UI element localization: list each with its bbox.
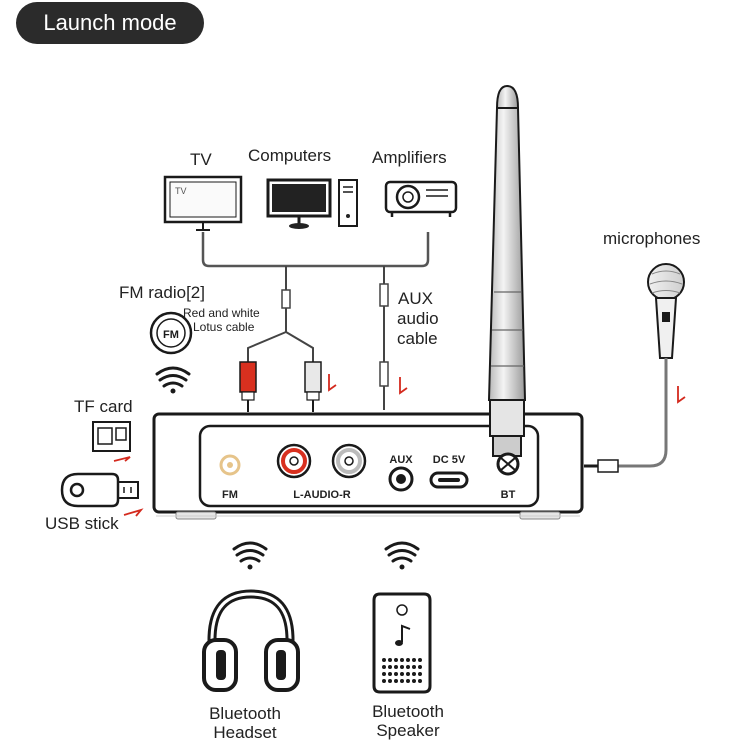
speaker-label-line2: Speaker	[376, 721, 440, 740]
aux-cable	[379, 266, 389, 410]
fm-radio-icon	[149, 311, 193, 355]
fm-radio-label: FM radio[2]	[119, 283, 205, 302]
aux-cable-label-line2: audio	[397, 309, 439, 328]
tf-card-label: TF card	[74, 397, 133, 416]
usb-arrow-icon	[123, 508, 144, 517]
amplifiers-label: Amplifiers	[372, 148, 447, 167]
l-audio-r-port-label: L-AUDIO-R	[293, 489, 351, 501]
r-audio-port	[331, 443, 367, 479]
usb-stick-icon	[60, 472, 139, 508]
tv-screen-text: TV	[175, 186, 187, 196]
fm-port	[219, 454, 241, 476]
usb-stick-label: USB stick	[45, 514, 119, 533]
rca-cable	[247, 266, 314, 362]
dc-port	[429, 471, 469, 489]
rca-arrow-icon	[328, 374, 337, 392]
headset-label-line2: Headset	[213, 723, 277, 742]
tf-card-icon	[92, 421, 131, 452]
aux-port-label: AUX	[389, 454, 413, 466]
aux-cable-label-line1: AUX	[398, 289, 433, 308]
headset-icon	[202, 589, 300, 692]
microphone-icon	[584, 263, 685, 473]
projector-icon	[384, 180, 458, 217]
rca-cable-label-line2: Lotus cable	[193, 320, 255, 334]
white-rca-plug	[304, 361, 322, 412]
dc-port-label: DC 5V	[432, 454, 466, 466]
aux-cable-label-line3: cable	[397, 329, 438, 348]
speaker-icon	[372, 592, 432, 694]
tv-icon	[163, 175, 243, 231]
tf-arrow-icon	[113, 456, 131, 462]
launch-mode-badge: Launch mode	[16, 2, 204, 44]
computers-label: Computers	[248, 146, 332, 165]
tv-label: TV	[190, 150, 212, 169]
source-bracket-cable	[201, 232, 430, 268]
bt-port-label: BT	[500, 489, 516, 501]
aux-arrow-icon	[399, 377, 408, 395]
microphones-label: microphones	[603, 229, 701, 248]
headset-label-line1: Bluetooth	[209, 704, 281, 723]
fm-badge-text: FM	[163, 329, 179, 341]
fm-port-label: FM	[222, 489, 238, 501]
mic-arrow-icon	[677, 386, 686, 404]
aux-port	[388, 466, 414, 492]
computer-icon	[266, 178, 358, 229]
rca-cable-label-line1: Red and white	[183, 306, 260, 320]
fm-wireless-icon	[155, 366, 191, 394]
antenna	[487, 84, 527, 476]
l-audio-port	[276, 443, 312, 479]
headset-wireless-icon	[232, 541, 268, 570]
speaker-label-line1: Bluetooth	[372, 702, 444, 721]
red-rca-plug	[239, 361, 257, 412]
speaker-wireless-icon	[384, 541, 420, 570]
